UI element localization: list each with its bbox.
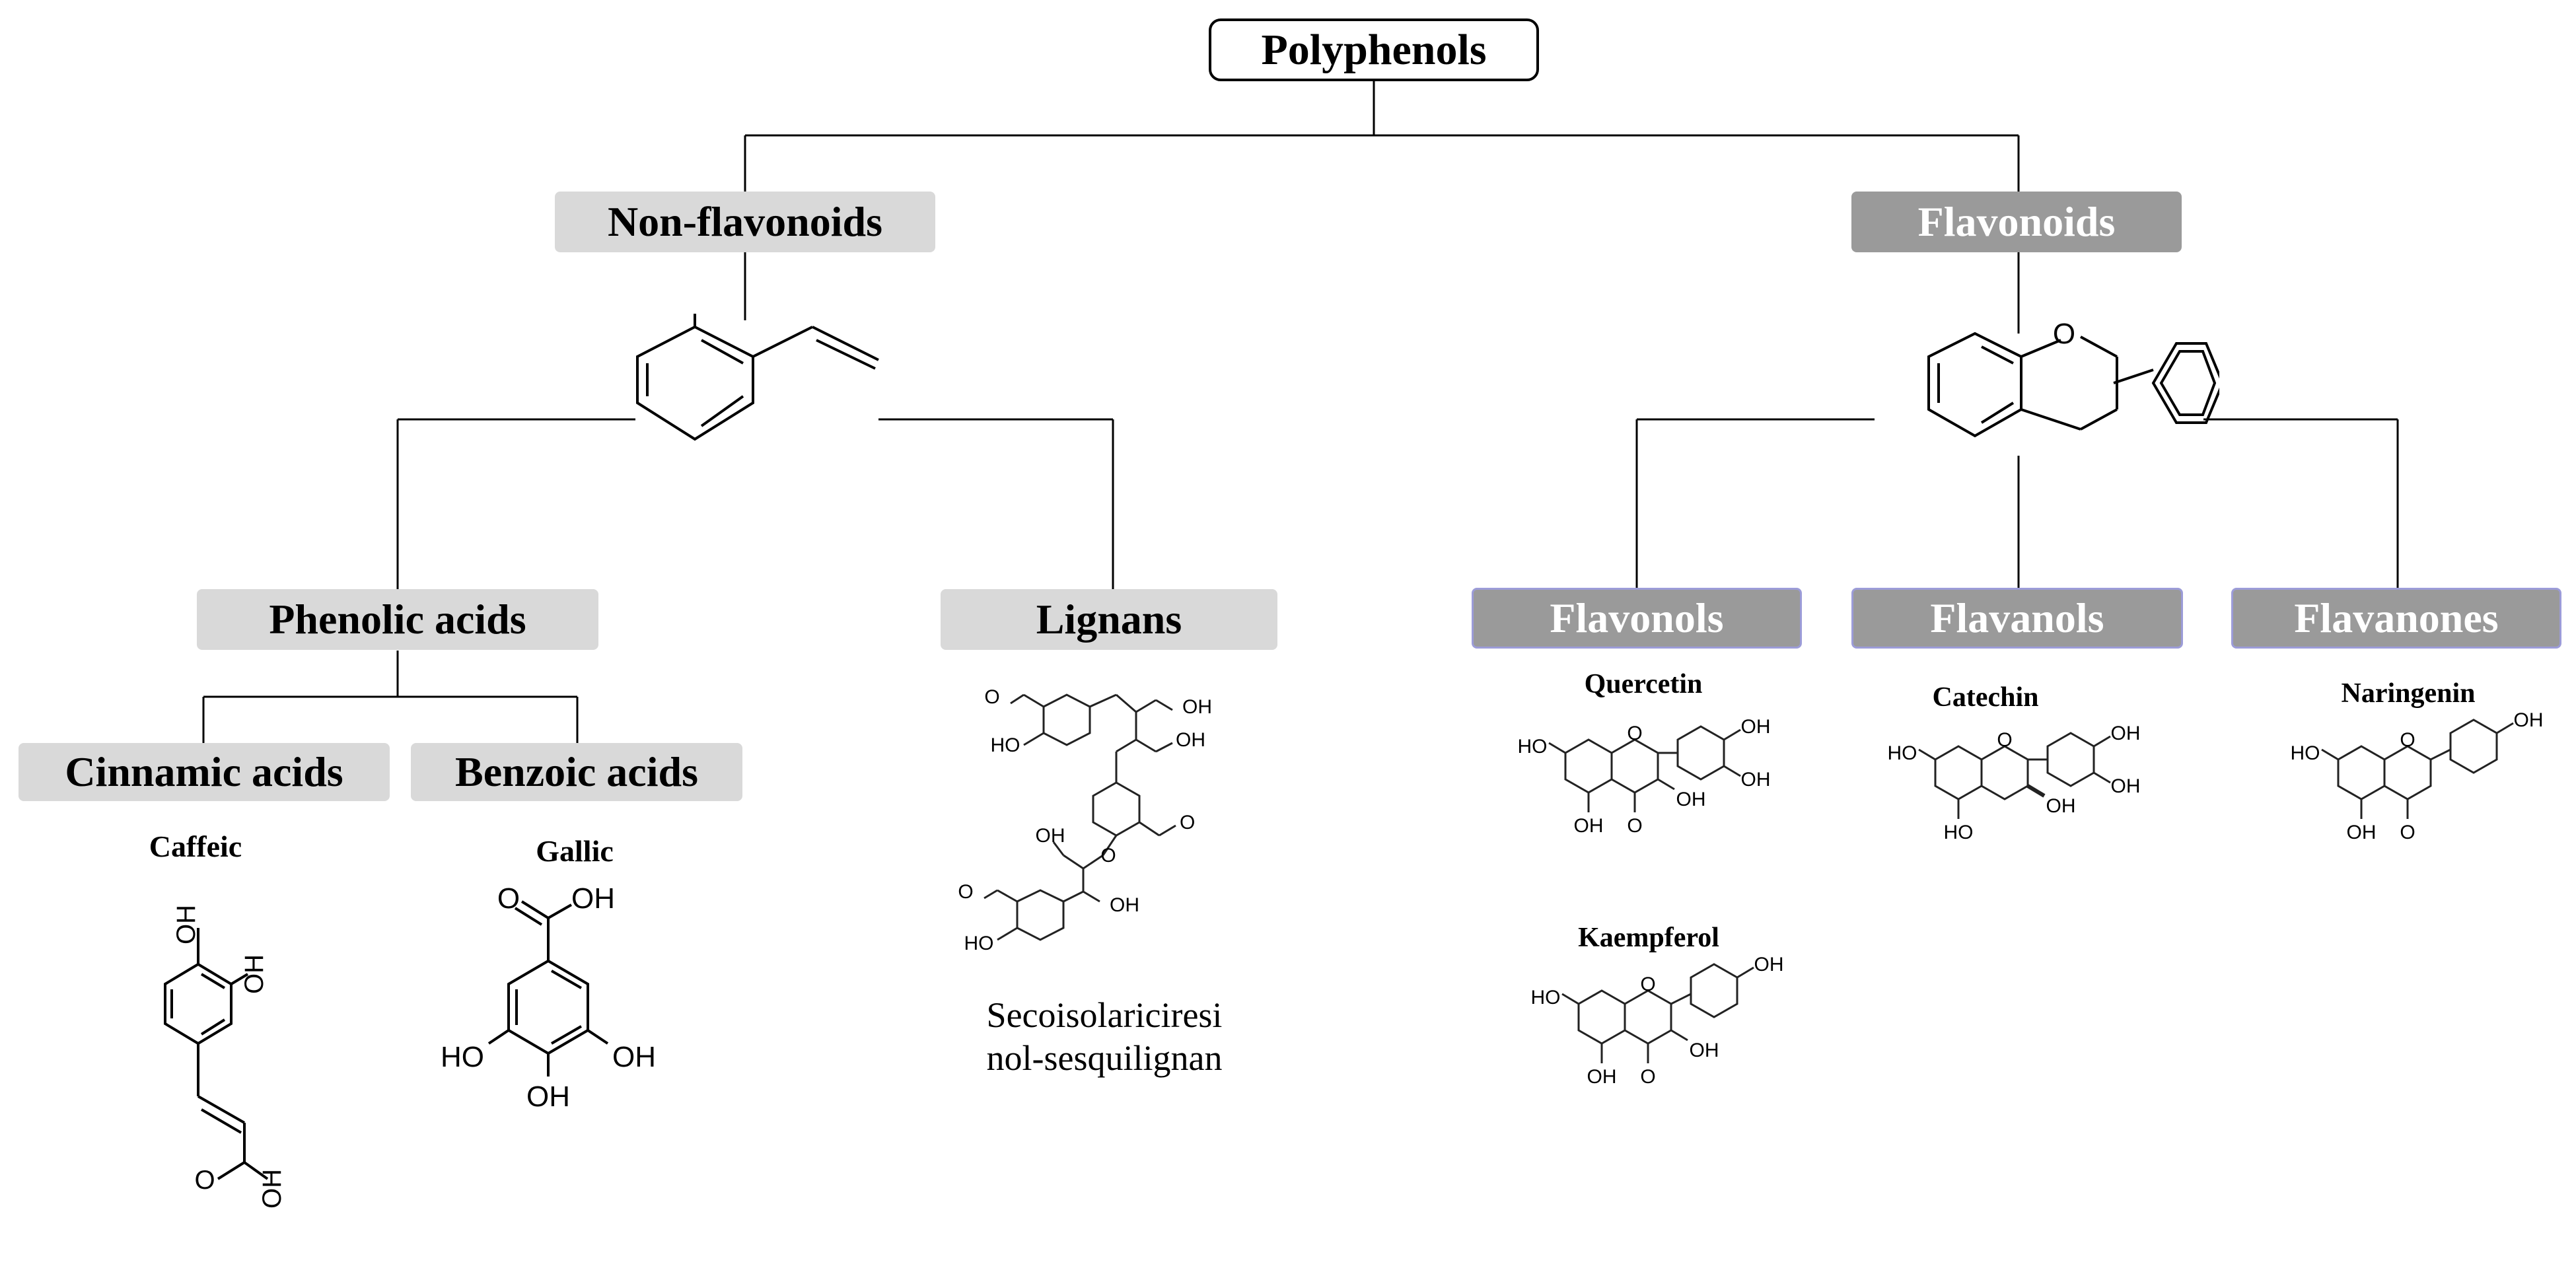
- lignan-ho-bottom: HO: [964, 933, 994, 954]
- gallic-ho-left: HO: [441, 1041, 484, 1073]
- polyphenols-node: Polyphenols: [1209, 18, 1539, 81]
- caffeic-acid-structure: OH OH O OH: [164, 905, 287, 1209]
- gallic-acid-structure: O OH HO OH OH: [441, 882, 656, 1113]
- kaempferol-ring-o: O: [1640, 973, 1655, 995]
- kaempferol-oh-4p: OH: [1754, 954, 1784, 975]
- ring-oxygen: O: [2053, 318, 2075, 350]
- lignan-oh-3: OH: [1036, 825, 1065, 847]
- flavonoid-core-structure: O: [1927, 318, 2219, 438]
- gallic-oh-right: OH: [612, 1041, 656, 1073]
- quercetin-oh-3p: OH: [1741, 716, 1771, 738]
- quercetin-label: Quercetin: [1584, 669, 1703, 699]
- lignan-ho-top: HO: [991, 734, 1020, 756]
- caffeic-carbonyl-o: O: [194, 1166, 215, 1195]
- catechin-ho-5: HO: [1944, 822, 1974, 843]
- catechin-ho-7: HO: [1888, 742, 1917, 764]
- catechin-oh-4p: OH: [2111, 775, 2141, 797]
- quercetin-oh-5: OH: [1574, 815, 1604, 837]
- lignan-oh-2: OH: [1176, 729, 1205, 751]
- non-flavonoids-node: Non-flavonoids: [555, 192, 935, 252]
- quercetin-oh-4p: OH: [1741, 769, 1771, 791]
- secoisolariciresinol-line2: nol-sesquilignan: [986, 1038, 1223, 1078]
- naringenin-ho-7: HO: [2291, 742, 2320, 764]
- kaempferol-oh-5: OH: [1587, 1066, 1617, 1088]
- flavanones-node: Flavanones: [2231, 588, 2561, 649]
- gallic-oh-bottom: OH: [526, 1080, 570, 1113]
- secoisolariciresinol-label: Secoisolariciresi nol-sesquilignan: [987, 994, 1223, 1080]
- kaempferol-carbonyl-o: O: [1640, 1066, 1655, 1088]
- naringenin-oh-4p: OH: [2514, 709, 2544, 731]
- caffeic-label: Caffeic: [149, 830, 242, 863]
- quercetin-oh-3: OH: [1676, 789, 1706, 810]
- secoisolariciresinol-line1: Secoisolariciresi: [986, 995, 1223, 1035]
- gallic-label: Gallic: [536, 834, 614, 868]
- lignan-methoxy-top: O: [984, 686, 999, 708]
- catechin-oh-3p: OH: [2111, 723, 2141, 744]
- quercetin-structure: HO O OH OH OH OH O: [1518, 716, 1771, 837]
- gallic-carbonyl-o: O: [497, 882, 520, 915]
- naringenin-ring-o: O: [2400, 729, 2415, 751]
- lignan-methoxy-mid: O: [1180, 812, 1195, 833]
- lignan-oh-4: OH: [1110, 894, 1139, 916]
- benzoic-acids-node: Benzoic acids: [411, 743, 742, 801]
- quercetin-carbonyl-o: O: [1627, 815, 1642, 837]
- kaempferol-ho-7: HO: [1531, 987, 1561, 1008]
- naringenin-structure: HO O OH OH O: [2291, 709, 2544, 843]
- kaempferol-structure: HO O OH OH OH O: [1531, 954, 1784, 1088]
- kaempferol-label: Kaempferol: [1578, 923, 1719, 953]
- catechin-ring-o: O: [1997, 729, 2012, 751]
- catechin-oh-3: OH: [2046, 795, 2076, 817]
- non-flavonoid-core-structure: [636, 314, 879, 441]
- caffeic-oh-meta: OH: [240, 954, 269, 994]
- flavonoids-node: Flavonoids: [1851, 192, 2182, 252]
- catechin-structure: HO O OH OH OH HO: [1888, 723, 2141, 843]
- lignan-ether-o: O: [1100, 845, 1116, 866]
- lignan-oh-1: OH: [1182, 696, 1212, 718]
- flavanols-node: Flavanols: [1851, 588, 2183, 649]
- quercetin-ho-7: HO: [1518, 736, 1548, 758]
- lignans-node: Lignans: [941, 589, 1277, 650]
- phenolic-acids-node: Phenolic acids: [197, 589, 598, 650]
- lignan-methoxy-bottom: O: [958, 881, 973, 903]
- naringenin-label: Naringenin: [2341, 678, 2476, 709]
- naringenin-carbonyl-o: O: [2400, 822, 2415, 843]
- flavonols-node: Flavonols: [1472, 588, 1802, 649]
- quercetin-ring-o: O: [1627, 723, 1642, 744]
- caffeic-acid-oh: OH: [258, 1169, 287, 1209]
- kaempferol-oh-3: OH: [1690, 1040, 1719, 1061]
- gallic-acid-oh: OH: [571, 882, 615, 915]
- caffeic-oh-top: OH: [172, 905, 201, 944]
- naringenin-oh-5: OH: [2347, 822, 2377, 843]
- secoisolariciresinol-structure: O HO OH OH O O OH OH O HO: [958, 686, 1212, 954]
- catechin-label: Catechin: [1932, 682, 2039, 713]
- cinnamic-acids-node: Cinnamic acids: [18, 743, 390, 801]
